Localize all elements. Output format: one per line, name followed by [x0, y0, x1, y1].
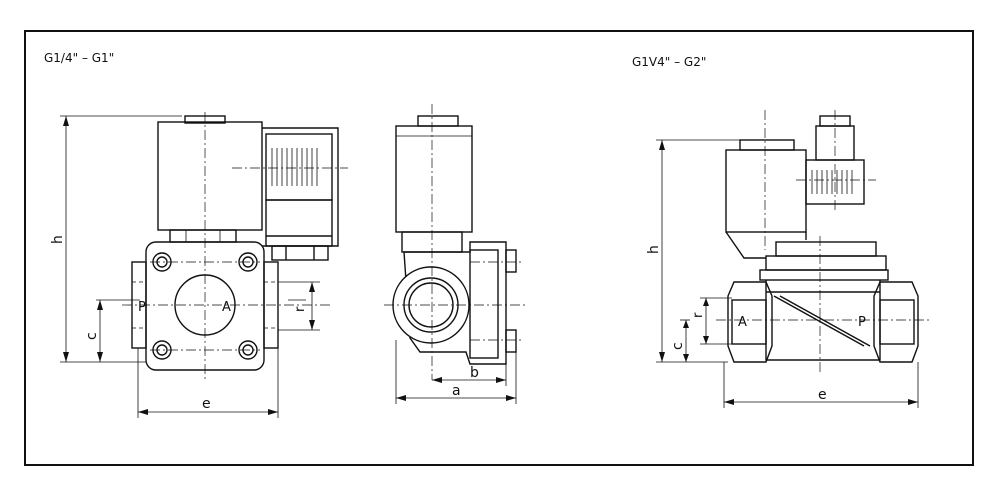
- dim-a: a: [452, 383, 461, 399]
- dim-c-small: c: [84, 332, 100, 340]
- dim-r-small: r: [293, 306, 308, 312]
- dim-c-large: c: [670, 342, 686, 350]
- large-coil: [725, 149, 807, 233]
- drawing-frame: [24, 30, 974, 466]
- port-label-p-large: P: [858, 315, 866, 330]
- front-view-large-valve: A P h c r e: [646, 110, 930, 408]
- port-label-p-small: P: [138, 300, 146, 315]
- port-label-a-small: A: [222, 300, 231, 315]
- dim-r-large: r: [691, 312, 706, 318]
- side-view-small-valve: b a: [384, 104, 528, 404]
- size-label-large: G1V4" – G2": [632, 55, 706, 69]
- dim-b: b: [470, 365, 479, 381]
- dim-e-large: e: [818, 387, 827, 403]
- dim-h-large: h: [646, 245, 662, 254]
- port-label-a-large: A: [738, 315, 747, 330]
- dim-e-small: e: [202, 396, 211, 412]
- solenoid-coil: [157, 121, 263, 231]
- size-label-small: G1/4" – G1": [44, 51, 114, 65]
- side-coil: [395, 125, 473, 233]
- dim-h-small: h: [50, 235, 66, 244]
- front-view-small-valve: P A h c r e: [50, 112, 348, 418]
